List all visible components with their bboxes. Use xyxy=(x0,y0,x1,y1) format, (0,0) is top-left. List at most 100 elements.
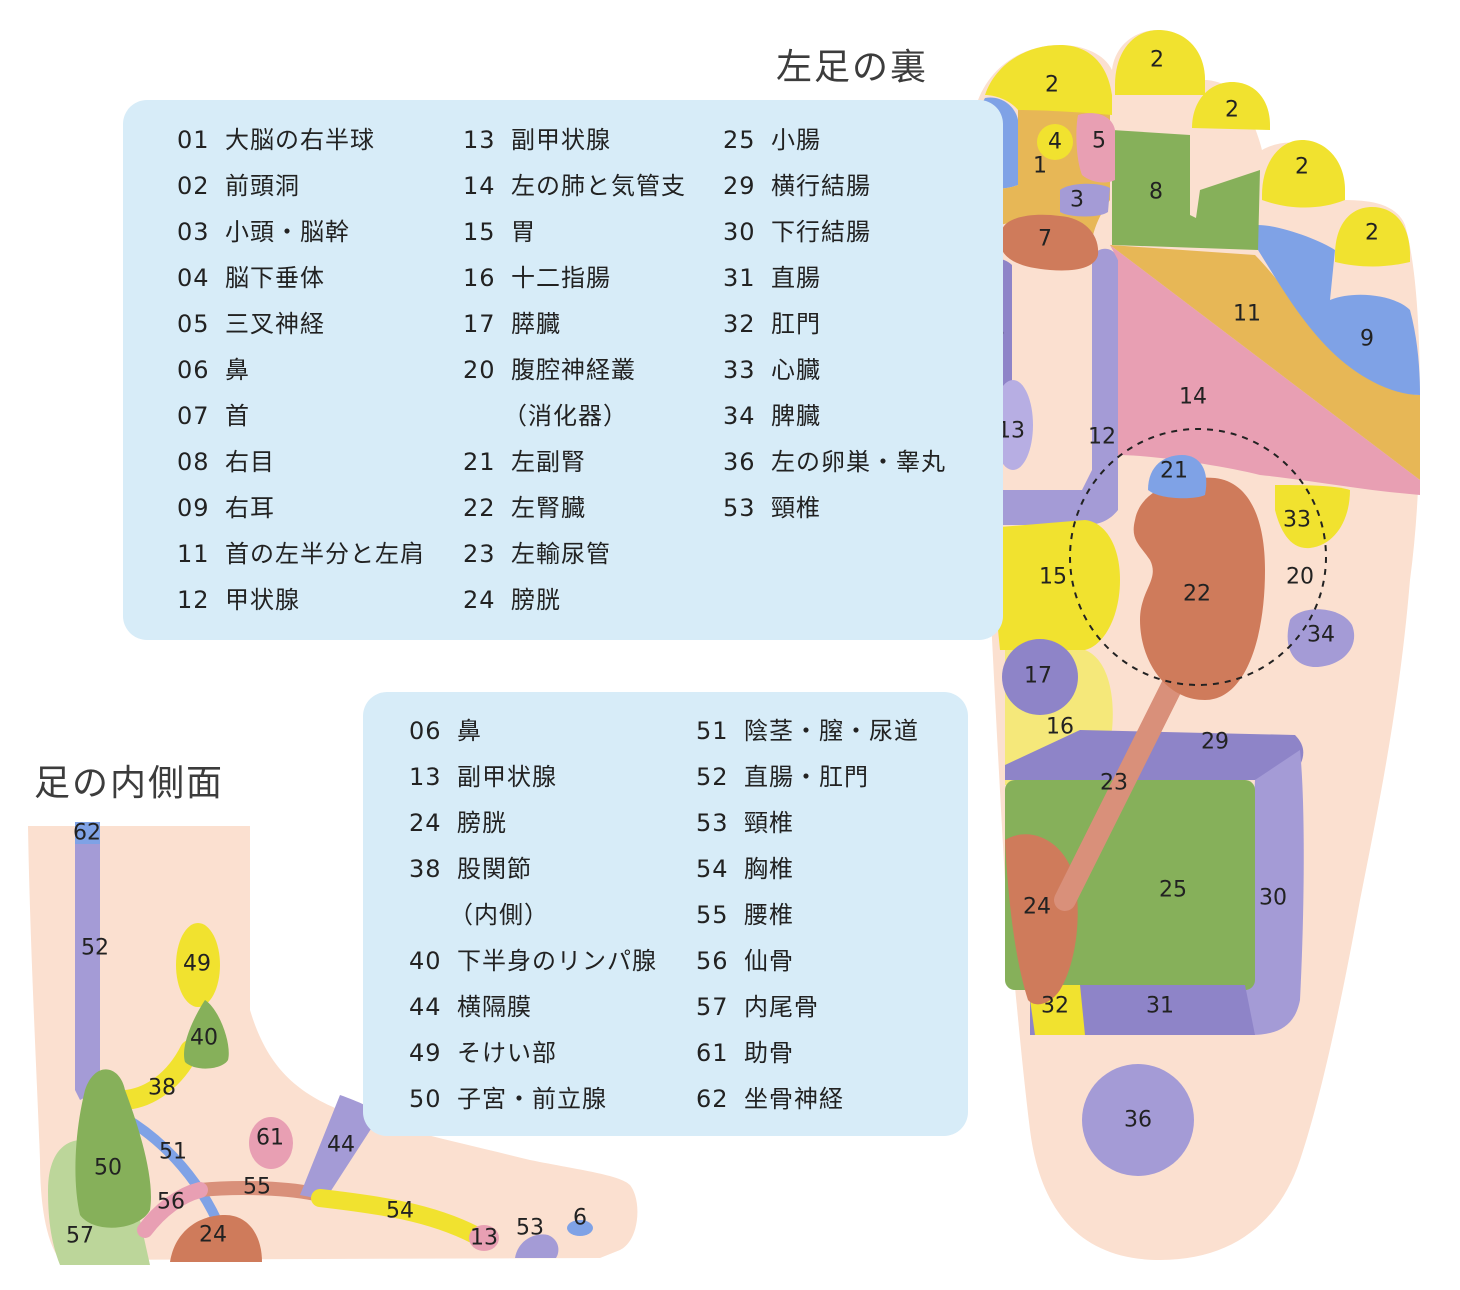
legend-entry-name: 膵臓 xyxy=(511,310,561,338)
zone-2-toe-3 xyxy=(1192,82,1270,130)
zone-2-toe-2 xyxy=(1115,30,1205,95)
legend-entry-name: 鼻 xyxy=(225,356,250,384)
zone-5 xyxy=(1076,113,1115,183)
legend-entry-name: 心臓 xyxy=(771,356,821,384)
legend-entry-name: 肛門 xyxy=(771,310,821,338)
label-25: 25 xyxy=(1159,878,1187,903)
zone-6-inner xyxy=(567,1220,593,1236)
legend-entry: 06 鼻 xyxy=(409,708,657,754)
legend-entry-name: 胃 xyxy=(511,218,536,246)
legend-entry-number: 13 xyxy=(409,763,442,791)
label-5: 5 xyxy=(1092,129,1106,154)
legend-entry-number: 06 xyxy=(409,717,442,745)
label-12: 12 xyxy=(1088,425,1116,450)
legend-entry-number: 29 xyxy=(723,172,756,200)
legend-entry-name: 下半身のリンパ腺 xyxy=(457,947,657,975)
zone-24-inner xyxy=(170,1215,262,1262)
legend-entry: 44 横隔膜 xyxy=(409,984,657,1030)
legend-entry-number: 03 xyxy=(177,218,210,246)
legend-entry-name: 腰椎 xyxy=(744,901,794,929)
legend-entry-number: 44 xyxy=(409,993,442,1021)
label-2: 2 xyxy=(1225,98,1239,123)
legend-entry-name: 横隔膜 xyxy=(457,993,532,1021)
legend-entry-number: 12 xyxy=(177,586,210,614)
legend-entry-name: 胸椎 xyxy=(744,855,794,883)
legend-entry-number: 51 xyxy=(696,717,729,745)
label-22: 22 xyxy=(1183,582,1211,607)
label-20: 20 xyxy=(1286,565,1314,590)
zone-54 xyxy=(311,1189,484,1244)
inner-side-title: 足の内側面 xyxy=(34,763,225,804)
legend-entry-name: 仙骨 xyxy=(744,947,794,975)
sole-title: 左足の裏 xyxy=(776,47,929,88)
zone-2-toe-5 xyxy=(1335,207,1410,267)
legend-entry: 17 膵臓 xyxy=(463,301,686,347)
legend-entry-name: 脾臓 xyxy=(771,402,821,430)
label-44: 44 xyxy=(327,1133,355,1158)
legend-entry: 51 陰茎・膣・尿道 xyxy=(696,708,919,754)
label-2: 2 xyxy=(1045,73,1059,98)
legend-entry-number: 49 xyxy=(409,1039,442,1067)
legend-entry-number: 53 xyxy=(723,494,756,522)
legend-entry-name: 膀胱 xyxy=(457,809,507,837)
zone-40 xyxy=(184,1000,229,1069)
legend-entry: 11 首の左半分と左肩 xyxy=(177,531,425,577)
legend-entry-name: 小腸 xyxy=(771,126,821,154)
label-57: 57 xyxy=(66,1224,94,1249)
zone-4 xyxy=(1037,124,1073,160)
legend-entry-number: 08 xyxy=(177,448,210,476)
legend-entry-number: 38 xyxy=(409,855,442,883)
legend-entry-name: 鼻 xyxy=(457,717,482,745)
zone-49 xyxy=(176,923,220,1007)
legend-entry-number: 02 xyxy=(177,172,210,200)
legend-entry-number: 55 xyxy=(696,901,729,929)
zone-33 xyxy=(1275,485,1350,549)
zone-17 xyxy=(1002,639,1078,715)
legend-entry-number: 04 xyxy=(177,264,210,292)
zone-21 xyxy=(1148,455,1207,499)
legend-entry-name: 副甲状腺 xyxy=(457,763,557,791)
label-17: 17 xyxy=(1024,664,1052,689)
zone-2-toe-4 xyxy=(1262,140,1345,208)
label-11: 11 xyxy=(1233,302,1261,327)
label-21: 21 xyxy=(1160,459,1188,484)
zone-2-big-toe xyxy=(985,45,1112,115)
label-33: 33 xyxy=(1283,508,1311,533)
legend-entry-name: 陰茎・膣・尿道 xyxy=(744,717,919,745)
zone-20 xyxy=(1069,428,1327,686)
legend-entry-name: 大脳の右半球 xyxy=(225,126,375,154)
legend-entry-number: 40 xyxy=(409,947,442,975)
legend-entry-number: 13 xyxy=(463,126,496,154)
legend-entry-name: 首の左半分と左肩 xyxy=(225,540,425,568)
legend-entry-number: 17 xyxy=(463,310,496,338)
label-6: 6 xyxy=(573,1206,587,1231)
legend-entry-number: 33 xyxy=(723,356,756,384)
legend-entry-number: 06 xyxy=(177,356,210,384)
legend-entry-name: 直腸・肛門 xyxy=(744,763,869,791)
legend-entry-number: 11 xyxy=(177,540,210,568)
legend-entry-name: （内側） xyxy=(449,901,549,929)
zone-62 xyxy=(75,822,100,844)
label-2: 2 xyxy=(1295,155,1309,180)
legend-entry-number: 23 xyxy=(463,540,496,568)
legend-entry-name: 小頭・脳幹 xyxy=(225,218,350,246)
legend-entry-name: 膀胱 xyxy=(511,586,561,614)
label-38: 38 xyxy=(148,1076,176,1101)
zone-15 xyxy=(988,520,1120,650)
label-54: 54 xyxy=(386,1199,414,1224)
label-2: 2 xyxy=(1365,221,1379,246)
legend-entry-number: 50 xyxy=(409,1085,442,1113)
